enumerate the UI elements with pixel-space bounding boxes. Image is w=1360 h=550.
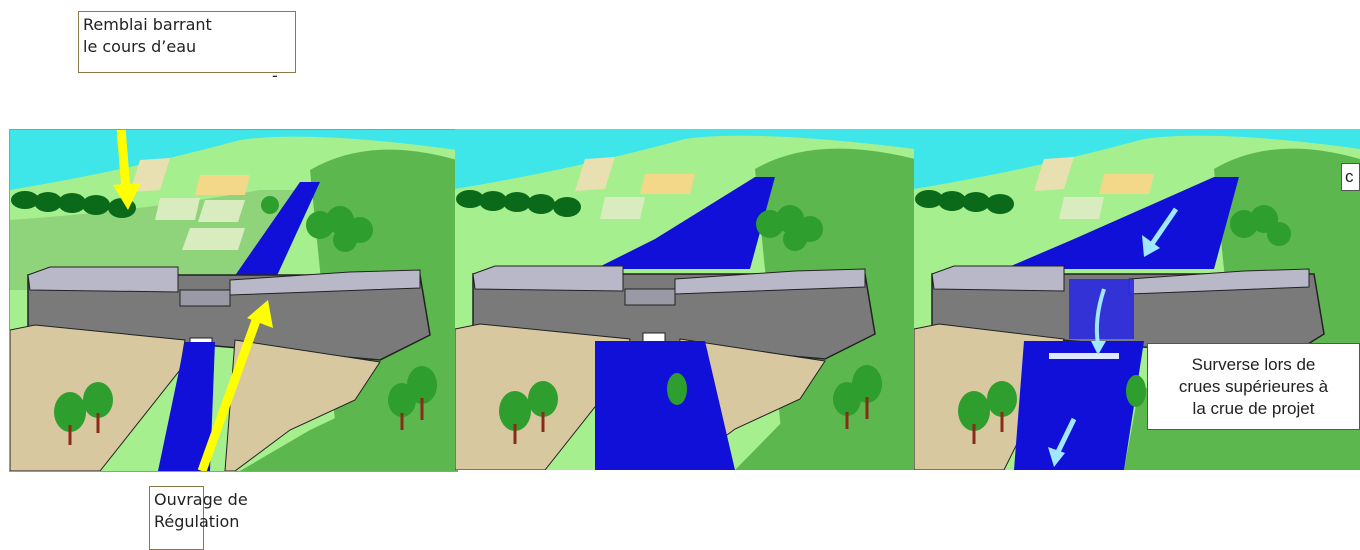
embankment-face — [224, 339, 381, 471]
field — [1059, 197, 1104, 219]
overflow-label-line3: la crue de projet — [1192, 399, 1315, 418]
trees-right — [1230, 205, 1291, 246]
embankment-callout-line1: Remblai barrant — [83, 15, 212, 34]
spillway-gate — [179, 289, 231, 307]
field — [640, 174, 695, 194]
trees-lower — [958, 375, 1146, 431]
panel-filled-reservoir — [455, 129, 915, 470]
reservoir — [595, 177, 775, 269]
overflow-section — [1069, 279, 1134, 339]
field — [1034, 157, 1074, 191]
trees-lower — [499, 365, 882, 431]
dam-crest — [931, 265, 1065, 292]
river-downstream — [1014, 341, 1144, 470]
regulation-callout: Ouvrage de Régulation — [149, 486, 248, 550]
overflow-label-line2: crues supérieures à — [1178, 377, 1329, 396]
trees-lower — [54, 366, 437, 432]
tree-trunks — [68, 398, 424, 445]
tree-trunks — [972, 412, 1004, 444]
overflow-label: Surverse lors de crues supérieures à la … — [1147, 343, 1360, 430]
reservoir-flood — [1004, 177, 1239, 269]
field — [1099, 174, 1154, 194]
field — [182, 228, 245, 250]
panel-empty-reservoir — [9, 129, 458, 472]
embankment-callout-line2: le cours d’eau — [83, 37, 197, 56]
arrow-to-embankment — [113, 130, 141, 210]
field — [575, 157, 615, 191]
field — [600, 197, 645, 219]
spillway-gate — [624, 288, 676, 306]
arrow-to-regulator — [197, 300, 273, 471]
regulation-callout-line2: Régulation — [154, 512, 240, 531]
arrow-flow-overflow — [1091, 288, 1106, 355]
arrow-flow-upper — [1142, 207, 1179, 257]
stray-dash: - — [272, 66, 278, 85]
field — [155, 198, 200, 220]
field — [198, 200, 245, 222]
river-downstream — [158, 342, 215, 471]
regulation-callout-line1: Ouvrage de — [154, 490, 248, 509]
embankment-callout: Remblai barrant le cours d’eau — [78, 11, 296, 73]
dam-crest — [472, 265, 624, 292]
dam-crest — [27, 266, 179, 293]
field — [195, 175, 250, 195]
river-upstream — [225, 182, 320, 290]
trees-right — [756, 205, 823, 251]
river-downstream — [595, 341, 735, 470]
overflow-label-line1: Surverse lors de — [1191, 355, 1316, 374]
splash-foam — [1049, 353, 1119, 359]
trees-right — [261, 196, 373, 252]
arrow-flow-lower — [1048, 417, 1077, 467]
panel1-illustration — [10, 130, 457, 471]
cut-off-label: c — [1341, 163, 1360, 191]
tree-trunks — [513, 397, 869, 444]
treeline-left — [915, 190, 1014, 214]
panel2-illustration — [455, 129, 915, 470]
treeline-left — [456, 190, 581, 217]
